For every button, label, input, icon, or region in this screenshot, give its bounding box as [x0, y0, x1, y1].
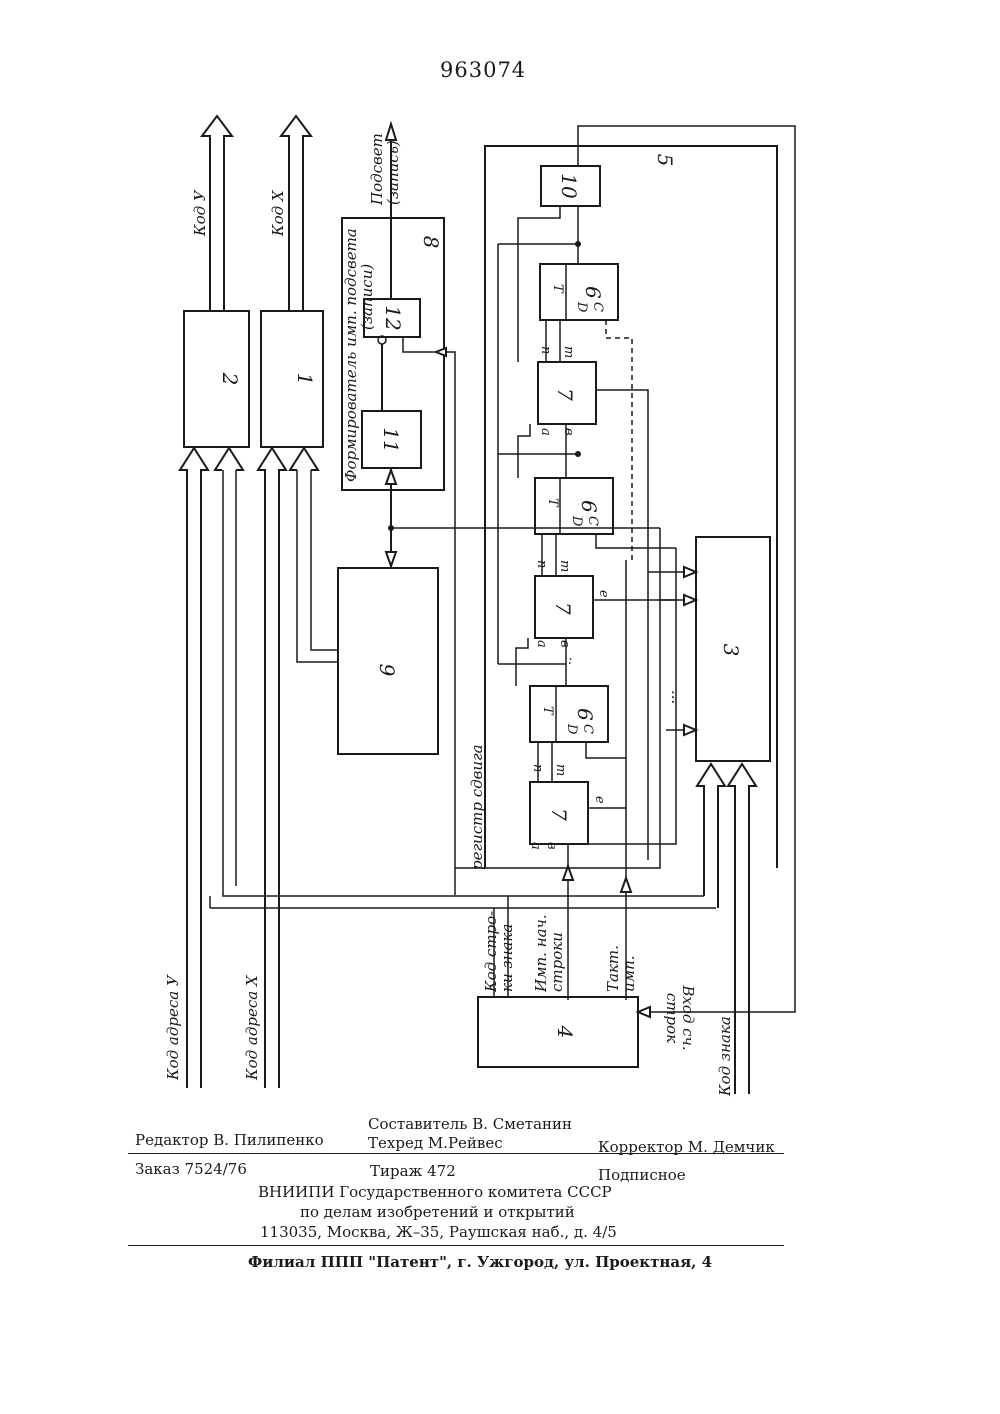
block-9	[338, 568, 438, 754]
pin-D-bot: D	[564, 723, 579, 735]
block-3-bus-1	[697, 764, 725, 908]
block-5-label: 5	[653, 154, 677, 167]
pin-C-bot: C	[580, 724, 595, 734]
char-code-label: Код знака	[716, 1016, 734, 1097]
footer-compiler: Составитель В. Сметанин	[368, 1115, 572, 1133]
footer-subscription: Подписное	[598, 1166, 686, 1184]
block-5	[485, 146, 777, 868]
block-2-second-input-bus	[210, 448, 716, 908]
pin-C-mid: C	[585, 516, 600, 526]
block-1-label: 1	[293, 373, 317, 386]
pin-D: D	[574, 301, 589, 313]
footer-branch: Филиал ППП "Патент", г. Ужгород, ул. Про…	[248, 1253, 712, 1271]
block-7-label-mid: 7	[551, 602, 575, 615]
footer-rule-2	[128, 1245, 784, 1246]
block-6-label-bot: 6	[573, 708, 597, 721]
footer-address: 113035, Москва, Ж–35, Раушская наб., д. …	[260, 1223, 617, 1241]
block-9-label: 9	[375, 664, 399, 677]
pin-T: T	[550, 284, 565, 294]
block-8-label: 8	[419, 236, 443, 249]
pin-e-bot: e	[592, 796, 607, 804]
block-3-inputs-ellipsis: ...	[668, 690, 686, 704]
address-y-bus	[180, 448, 208, 1088]
pin-T-mid: T	[545, 498, 560, 508]
clock-pulse-label-2: имп.	[620, 955, 638, 992]
pin-C: C	[590, 302, 605, 312]
code-y-label: Код У	[191, 189, 209, 237]
block-diagram: Код У Код Х 2 1 Код адреса У Код адреса …	[0, 0, 1000, 1110]
pin-a-bot: a	[528, 842, 543, 850]
block-6-label-mid: 6	[577, 500, 601, 513]
pin-m-bot: m	[553, 764, 568, 776]
dots-mid: :	[568, 653, 572, 668]
block-6-label-top: 6	[581, 286, 605, 299]
address-x-label: Код адреса Х	[243, 974, 261, 1081]
block-7-label-bot: 7	[547, 808, 571, 821]
footer-org-1: ВНИИПИ Государственного комитета СССР	[258, 1183, 612, 1201]
pin-e-mid: e	[596, 590, 611, 598]
footer-circulation: Тираж 472	[370, 1162, 456, 1180]
code-x-label: Код Х	[269, 189, 287, 237]
pin-D-mid: D	[569, 515, 584, 527]
shaper-label-2: (записи)	[358, 264, 376, 330]
pin-b-bot: в	[544, 842, 559, 850]
address-x-bus	[258, 448, 286, 1088]
block-7-label-top: 7	[553, 388, 577, 401]
pin-m-mid: m	[557, 560, 572, 572]
pin-T-bot: T	[540, 706, 555, 716]
block-10-label: 10	[557, 173, 581, 199]
block-2-label: 2	[218, 372, 242, 386]
deflect-label-2: (запись)	[384, 140, 402, 205]
footer-techred: Техред М.Рейвес	[368, 1134, 503, 1152]
pin-b-top: в	[561, 428, 576, 436]
footer-org-2: по делам изобретений и открытий	[300, 1203, 575, 1221]
address-y-label: Код адреса У	[164, 974, 182, 1081]
line-start-pulse-label-2: строки	[548, 932, 566, 992]
block-4-label: 4	[553, 1025, 577, 1039]
pin-m-top: m	[561, 346, 576, 358]
char-line-code-label-2: ки знака	[498, 924, 516, 992]
pin-a-top: a	[538, 428, 553, 436]
shift-register-label: регистр сдвига	[468, 744, 486, 870]
block-3-label: 3	[719, 644, 743, 657]
counter-input-label-2: строк	[663, 993, 681, 1043]
footer-rule-1	[128, 1153, 784, 1154]
footer-editor: Редактор В. Пилипенко	[135, 1131, 324, 1149]
pin-b-mid: в	[557, 640, 572, 648]
block-1-second-input-bus	[290, 448, 338, 662]
block-11-label: 11	[379, 427, 403, 452]
block-12-label: 12	[381, 305, 405, 330]
pin-a-mid: a	[534, 640, 549, 648]
footer-order: Заказ 7524/76	[135, 1160, 247, 1178]
